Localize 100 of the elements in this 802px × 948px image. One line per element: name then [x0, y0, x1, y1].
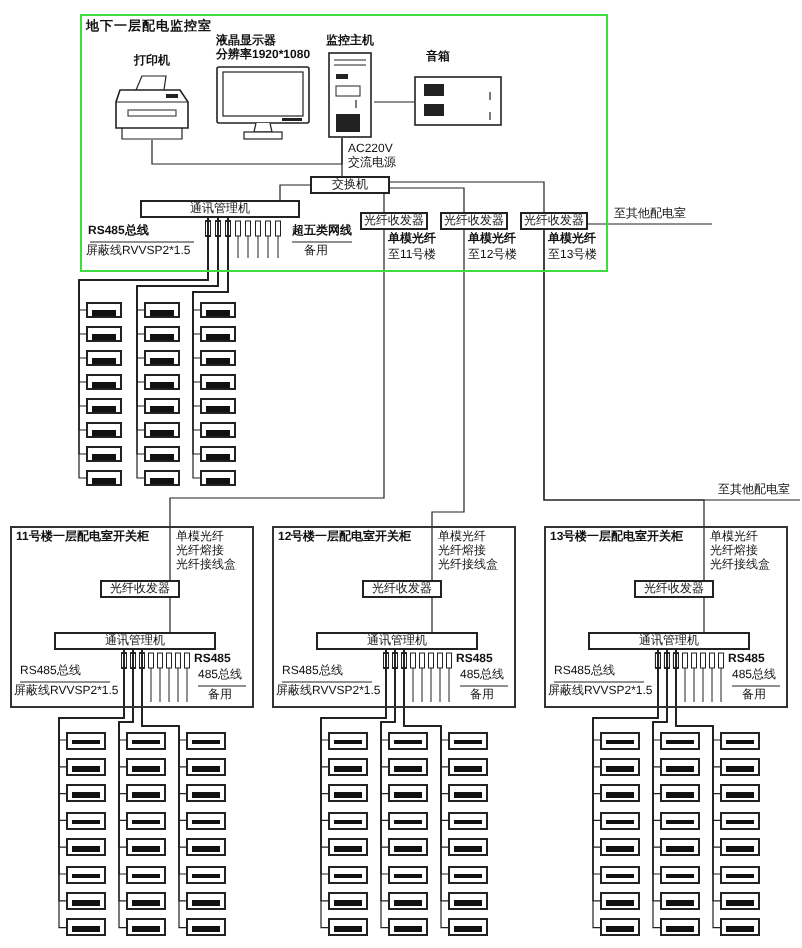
device-box [600, 811, 640, 830]
device-box [448, 784, 488, 803]
room-frame [272, 526, 516, 708]
device-box [660, 757, 700, 776]
device-box [448, 918, 488, 937]
device-box [660, 865, 700, 883]
device-box [144, 302, 180, 318]
device-box [660, 784, 700, 803]
device-box [720, 784, 760, 803]
device-box [720, 891, 760, 910]
connector-line [389, 181, 545, 213]
device-box [660, 731, 700, 749]
device-box [66, 865, 106, 883]
device-box [388, 784, 428, 803]
device-box [66, 731, 106, 749]
connector-line [703, 597, 705, 633]
connector-line [169, 597, 171, 633]
device-box [200, 422, 236, 438]
device-box [448, 811, 488, 830]
device-box [144, 470, 180, 486]
device-box [328, 865, 368, 883]
device-box [66, 918, 106, 937]
device-box [66, 891, 106, 910]
device-box [388, 865, 428, 883]
device-box [186, 838, 226, 857]
device-box [86, 398, 122, 414]
device-box [126, 865, 166, 883]
device-box [86, 326, 122, 342]
device-box [328, 838, 368, 857]
device-box [186, 918, 226, 937]
device-box [144, 374, 180, 390]
connector-line [373, 101, 415, 103]
device-box [660, 838, 700, 857]
device-box [200, 326, 236, 342]
device-box [720, 811, 760, 830]
device-box [144, 422, 180, 438]
connector-line [279, 184, 311, 201]
device-box [186, 784, 226, 803]
device-box [388, 757, 428, 776]
device-box [86, 374, 122, 390]
device-box [144, 326, 180, 342]
device-box [600, 918, 640, 937]
device-box [388, 891, 428, 910]
device-box [186, 891, 226, 910]
device-box [86, 302, 122, 318]
device-box [144, 446, 180, 462]
device-box [328, 731, 368, 749]
device-box [600, 838, 640, 857]
room-frame [10, 526, 254, 708]
device-box [448, 838, 488, 857]
device-box [126, 757, 166, 776]
device-box [328, 784, 368, 803]
device-box [126, 784, 166, 803]
device-box [720, 865, 760, 883]
device-box [448, 891, 488, 910]
connector-line [543, 229, 801, 501]
connector-line [431, 229, 465, 581]
device-box [720, 757, 760, 776]
device-box [448, 757, 488, 776]
device-box [600, 757, 640, 776]
room-frame [80, 14, 608, 272]
device-box [186, 757, 226, 776]
device-box [144, 350, 180, 366]
device-box [66, 757, 106, 776]
device-box [66, 784, 106, 803]
device-box [600, 784, 640, 803]
connector-line [383, 193, 385, 213]
device-box [600, 865, 640, 883]
device-box [328, 891, 368, 910]
connector-line [431, 597, 433, 633]
device-box [126, 811, 166, 830]
device-box [200, 446, 236, 462]
device-box [328, 811, 368, 830]
device-box [720, 918, 760, 937]
device-box [720, 731, 760, 749]
device-box [126, 891, 166, 910]
room-frame [544, 526, 788, 708]
device-box [86, 446, 122, 462]
connector-line [341, 137, 343, 177]
device-box [328, 918, 368, 937]
device-box [186, 811, 226, 830]
device-box [200, 470, 236, 486]
device-box [600, 891, 640, 910]
device-box [144, 398, 180, 414]
device-box [660, 811, 700, 830]
connector-line [169, 229, 385, 581]
connector-line [587, 223, 713, 225]
device-box [328, 757, 368, 776]
device-box [186, 865, 226, 883]
device-box [388, 918, 428, 937]
device-box [388, 838, 428, 857]
device-box [660, 891, 700, 910]
device-box [126, 838, 166, 857]
device-box [86, 470, 122, 486]
device-box [720, 838, 760, 857]
device-box [448, 865, 488, 883]
connector-line [389, 187, 465, 213]
device-box [200, 374, 236, 390]
device-box [200, 398, 236, 414]
device-box [600, 731, 640, 749]
